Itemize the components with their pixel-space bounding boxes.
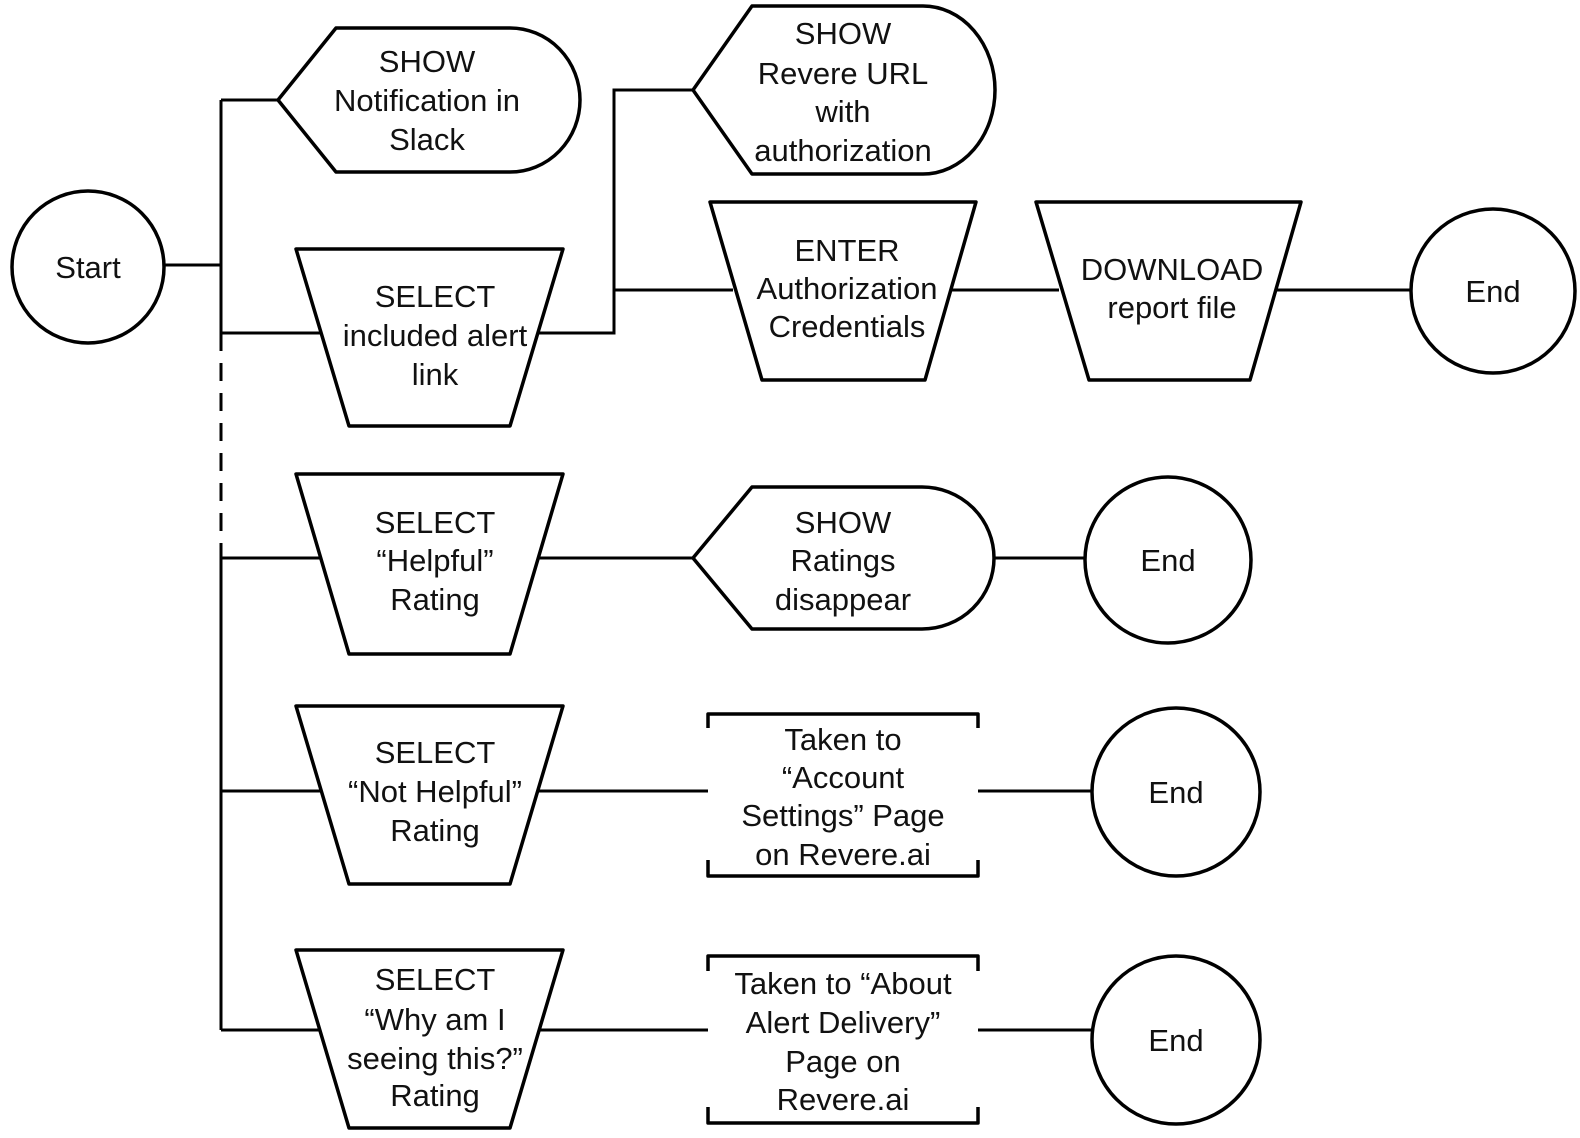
show-notification-line-1: SHOW [379,44,476,79]
select-why-line-4: Rating [390,1078,480,1113]
show-ratings-line-1: SHOW [795,505,892,540]
account-settings-node: Taken to “Account Settings” Page on Reve… [706,712,980,878]
show-notification-node: SHOW Notification in Slack [276,26,582,174]
enter-credentials-node: ENTER Authorization Credentials [708,200,978,382]
select-why-line-1: SELECT [375,962,496,997]
enter-credentials-line-3: Credentials [769,309,926,344]
alert-delivery-node: Taken to “About Alert Delivery” Page on … [706,954,980,1125]
show-revere-url-node: SHOW Revere URL with authorization [691,4,997,176]
select-alert-link-line-3: link [412,357,459,392]
select-helpful-line-2: “Helpful” [376,543,493,578]
select-not-helpful-line-3: Rating [390,813,480,848]
end-not-helpful-label: End [1148,775,1203,810]
show-revere-url-line-4: authorization [754,133,932,168]
alert-delivery-line-2: Alert Delivery” [746,1005,941,1040]
account-settings-line-3: Settings” Page [741,798,944,833]
show-revere-url-line-3: with [814,94,870,129]
download-report-line-2: report file [1107,290,1236,325]
select-helpful-line-3: Rating [390,582,480,617]
show-ratings-line-2: Ratings [790,543,895,578]
connectors [163,88,1410,1032]
end-why-label: End [1148,1023,1203,1058]
alert-delivery-line-3: Page on [785,1044,901,1079]
alert-delivery-line-1: Taken to “About [734,966,952,1001]
show-notification-line-2: Notification in [334,83,520,118]
end-helpful-label: End [1140,543,1195,578]
show-ratings-node: SHOW Ratings disappear [691,485,996,631]
connector-alert-link-branch [534,88,693,335]
start-label: Start [55,250,121,285]
end-download-label: End [1465,274,1520,309]
download-report-line-1: DOWNLOAD [1081,252,1264,287]
download-report-node: DOWNLOAD report file [1034,200,1303,382]
select-why-line-2: “Why am I [364,1002,505,1037]
end-not-helpful-node: End [1090,706,1262,878]
select-helpful-node: SELECT “Helpful” Rating [294,472,565,656]
end-why-node: End [1090,954,1262,1126]
select-not-helpful-node: SELECT “Not Helpful” Rating [294,704,565,886]
select-alert-link-node: SELECT included alert link [294,247,565,428]
select-why-line-3: seeing this?” [347,1041,523,1076]
select-alert-link-line-1: SELECT [375,279,496,314]
account-settings-line-4: on Revere.ai [755,837,931,872]
select-alert-link-line-2: included alert [343,318,528,353]
alert-delivery-line-4: Revere.ai [777,1082,910,1117]
enter-credentials-line-1: ENTER [794,233,899,268]
start-node: Start [10,189,166,345]
account-settings-line-1: Taken to [784,722,901,757]
show-revere-url-line-2: Revere URL [758,56,929,91]
show-revere-url-line-1: SHOW [795,16,892,51]
select-not-helpful-line-1: SELECT [375,735,496,770]
enter-credentials-line-2: Authorization [757,271,938,306]
show-ratings-line-3: disappear [775,582,911,617]
account-settings-line-2: “Account [782,760,905,795]
show-notification-line-3: Slack [389,122,465,157]
end-helpful-node: End [1083,475,1253,645]
select-helpful-line-1: SELECT [375,505,496,540]
end-download-node: End [1409,207,1577,375]
select-why-node: SELECT “Why am I seeing this?” Rating [294,948,565,1130]
select-not-helpful-line-2: “Not Helpful” [348,774,522,809]
